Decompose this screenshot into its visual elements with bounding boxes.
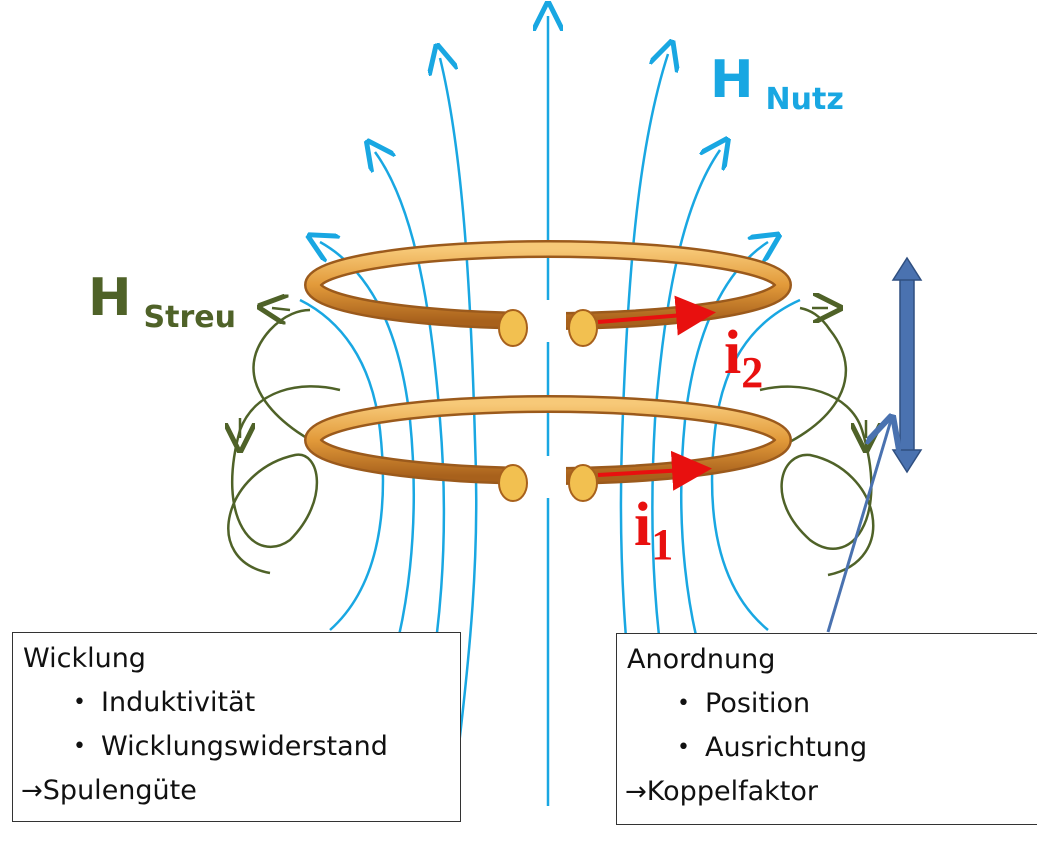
right-arrow-icon: →	[21, 776, 43, 806]
i2-main: i	[724, 319, 742, 387]
winding-title: Wicklung	[23, 643, 146, 674]
winding-result-text: Spulengüte	[42, 775, 197, 806]
h-streu-main: H	[88, 268, 132, 328]
winding-item-inductance: Induktivität	[13, 681, 460, 725]
upper-coil-end-left	[498, 309, 528, 347]
arrangement-item-position: Position	[617, 682, 1037, 726]
right-arrow-icon: →	[625, 777, 647, 807]
lower-coil	[304, 395, 792, 502]
i1-main: i	[634, 491, 652, 559]
i2-sub: 2	[741, 348, 764, 397]
current-arrow-lower	[597, 450, 712, 491]
distance-double-arrow	[891, 256, 923, 474]
arrangement-result-text: Koppelfaktor	[646, 776, 818, 807]
main-field-l1	[440, 58, 478, 781]
pointer-arrow	[826, 420, 891, 633]
winding-item-resistance: Wicklungswiderstand	[13, 725, 460, 769]
h-nutz-main: H	[710, 50, 754, 110]
winding-result: →Spulengüte	[13, 769, 460, 813]
stray-loop-right	[759, 385, 875, 577]
winding-list: Induktivität Wicklungswiderstand	[13, 681, 460, 769]
h-streu-label: H Streu	[88, 268, 236, 335]
main-field-l3	[320, 242, 415, 701]
i1-sub: 1	[651, 520, 674, 569]
arrangement-info-box: Anordnung Position Ausrichtung →Koppelfa…	[616, 633, 1037, 825]
h-nutz-label: H Nutz	[710, 50, 844, 117]
main-field-r4	[710, 298, 801, 631]
upper-coil-end-right	[568, 309, 598, 347]
stray-arrow-left	[272, 308, 291, 310]
arrangement-title: Anordnung	[627, 644, 776, 675]
current-label-i1: i1	[634, 490, 673, 569]
arrangement-list: Position Ausrichtung	[617, 682, 1037, 770]
lower-coil-end-right	[568, 464, 598, 502]
h-streu-sub: Streu	[143, 300, 236, 335]
stray-line-left-top	[252, 308, 341, 457]
main-field-r3	[680, 242, 768, 701]
current-label-i2: i2	[724, 318, 763, 397]
main-field-l4	[299, 298, 385, 631]
lower-coil-end-left	[498, 464, 528, 502]
winding-info-box: Wicklung Induktivität Wicklungswiderstan…	[12, 632, 461, 822]
upper-coil	[304, 240, 792, 347]
stray-loop-left	[227, 385, 341, 575]
current-arrow-upper	[597, 295, 716, 336]
arrangement-result: →Koppelfaktor	[617, 770, 1037, 814]
h-nutz-sub: Nutz	[765, 82, 844, 117]
arrangement-item-orientation: Ausrichtung	[617, 726, 1037, 770]
